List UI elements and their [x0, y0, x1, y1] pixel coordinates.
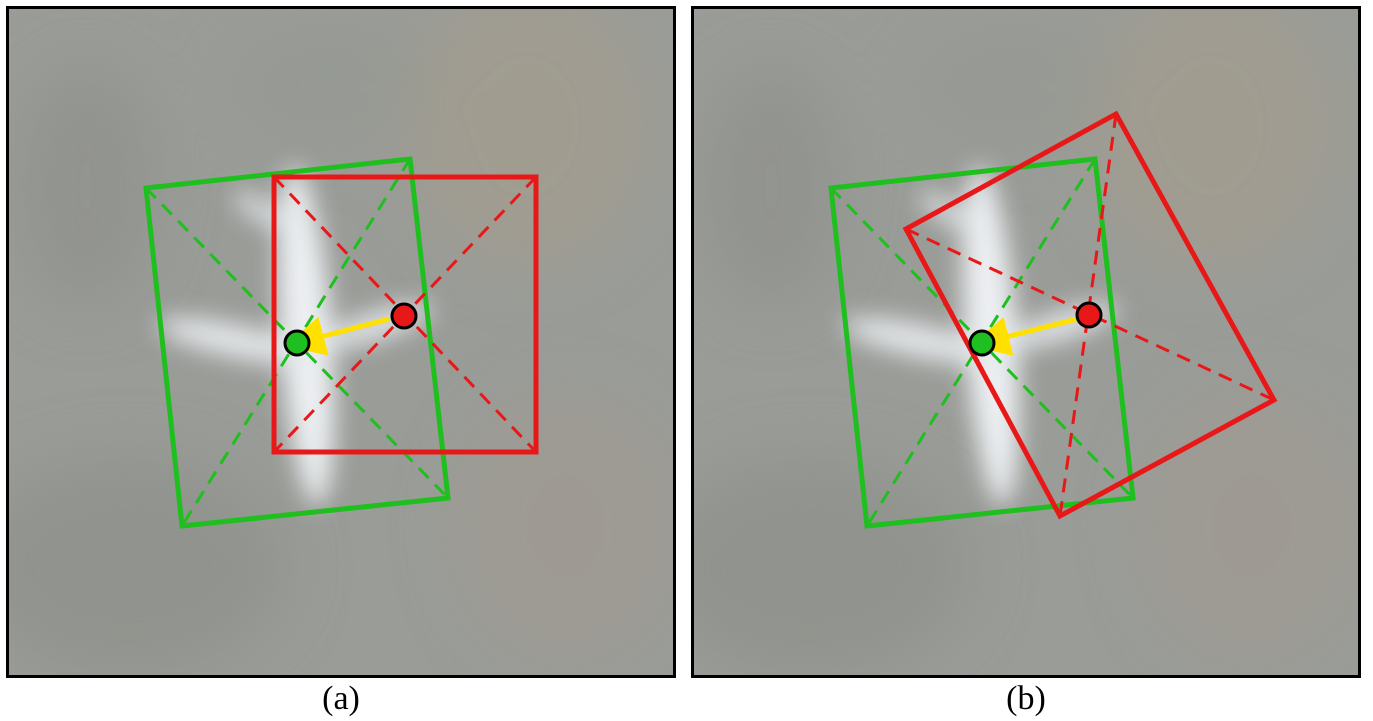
panel-frame — [691, 6, 1361, 678]
panel-a-caption: (a) — [322, 680, 360, 717]
center-offset-arrow — [969, 316, 1078, 356]
center-offset-arrow — [284, 316, 390, 356]
predicted-box — [902, 110, 1278, 520]
panel-a — [6, 6, 676, 678]
panel-b — [691, 6, 1361, 678]
panel-b-image — [691, 6, 1361, 678]
terrain-texture — [6, 6, 676, 676]
ground-truth-center — [968, 329, 996, 357]
panel-b-caption: (b) — [1006, 680, 1046, 717]
panel-a-image — [6, 6, 676, 678]
ground-truth-center — [283, 329, 311, 357]
predicted-center — [390, 302, 418, 330]
panel-frame — [6, 6, 676, 678]
terrain-texture — [691, 6, 1361, 676]
predicted-center — [1075, 301, 1103, 329]
